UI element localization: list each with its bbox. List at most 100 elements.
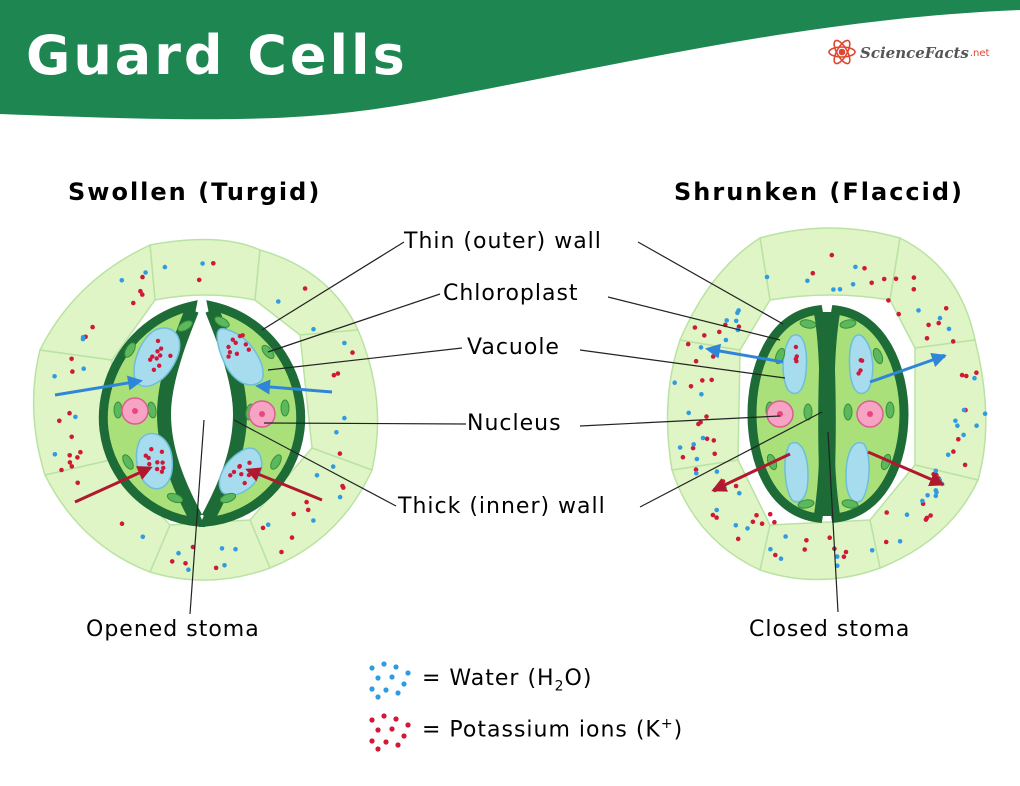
potassium-dot	[802, 547, 807, 552]
potassium-dot	[226, 344, 231, 350]
potassium-dot	[714, 515, 719, 520]
potassium-dot	[793, 344, 799, 350]
potassium-dot	[237, 333, 243, 339]
potassium-dot	[928, 513, 933, 518]
potassium-dot	[239, 472, 244, 477]
closed-pore	[818, 312, 836, 516]
water-dot	[937, 315, 943, 321]
potassium-dot	[154, 356, 159, 361]
potassium-dot	[226, 354, 231, 359]
potassium-dot	[962, 462, 968, 468]
potassium-dot	[841, 554, 847, 559]
potassium-dot	[243, 342, 248, 347]
water-dot	[714, 469, 720, 474]
leader-lines	[189, 241, 839, 615]
potassium-dot	[119, 521, 125, 526]
water-dot	[920, 498, 925, 504]
potassium-dot	[896, 311, 901, 317]
potassium-dot	[350, 350, 355, 355]
water-dot	[186, 567, 191, 572]
potassium-dot	[911, 275, 917, 280]
water-legend-swatch	[369, 661, 411, 700]
water-dot	[835, 563, 840, 568]
potassium-dot	[246, 347, 251, 352]
label-chloroplast: Chloroplast	[443, 281, 579, 306]
potassium-dot	[168, 353, 173, 358]
potassium-dot	[213, 565, 219, 571]
potassium-dot	[190, 544, 196, 550]
water-dot	[897, 539, 903, 544]
potassium-dot	[151, 367, 157, 372]
potassium-dot	[793, 356, 798, 362]
potassium-dot	[735, 536, 741, 542]
potassium-dot	[67, 460, 73, 465]
water-dot	[869, 548, 875, 553]
epidermal-cells-right	[666, 227, 987, 581]
potassium-dot	[886, 298, 891, 303]
potassium-dot	[69, 434, 74, 440]
potassium-dot	[75, 480, 80, 486]
potassium-dot	[160, 460, 165, 465]
vacuole	[218, 447, 263, 496]
potassium-dot	[337, 451, 343, 456]
potassium-dot	[242, 480, 247, 486]
water-dot	[974, 423, 979, 429]
potassium-dot	[843, 549, 849, 555]
potassium-dot	[291, 511, 297, 517]
water-dot	[961, 407, 967, 413]
turgid-heading: Swollen (Turgid)	[68, 178, 322, 206]
potassium-dot	[131, 300, 136, 306]
potassium-dot	[690, 445, 696, 451]
water-dot	[700, 435, 706, 441]
potassium-legend-swatch	[369, 713, 411, 752]
water-dot	[805, 278, 810, 284]
potassium-dot	[227, 350, 233, 355]
potassium-dot	[70, 369, 75, 374]
potassium-dot	[67, 453, 72, 458]
potassium-dot	[67, 410, 72, 416]
water-dot	[933, 493, 939, 499]
vacuole	[216, 327, 264, 386]
vacuole	[782, 334, 808, 395]
potassium-dot	[884, 510, 889, 515]
water-dot	[330, 464, 336, 469]
water-dot	[961, 432, 966, 438]
water-dot	[955, 423, 960, 429]
potassium-dot	[146, 455, 151, 461]
potassium-dot	[279, 549, 284, 555]
potassium-dot	[711, 438, 717, 443]
water-dot	[219, 546, 225, 551]
water-dot	[834, 554, 840, 559]
water-dot	[143, 270, 148, 275]
potassium-dot	[305, 507, 311, 513]
potassium-dot	[230, 337, 235, 342]
potassium-dot	[158, 346, 164, 351]
potassium-dot	[138, 288, 143, 294]
potassium-dot	[57, 418, 62, 424]
page-title: Guard Cells	[26, 24, 408, 87]
water-dot	[311, 518, 316, 523]
potassium-dot	[247, 460, 252, 465]
potassium-dot	[733, 483, 739, 489]
potassium-dot	[140, 274, 145, 280]
potassium-dot	[924, 515, 930, 521]
potassium-dot	[78, 449, 83, 455]
potassium-dot	[704, 414, 709, 419]
potassium-dot	[767, 511, 773, 517]
label-opened-stoma: Opened stoma	[86, 617, 260, 642]
potassium-dot	[147, 461, 152, 467]
potassium-dot	[196, 277, 202, 283]
water-dot	[222, 563, 227, 568]
potassium-dot	[827, 535, 832, 540]
water-dot	[119, 278, 125, 283]
potassium-dot	[183, 561, 188, 566]
potassium-dot	[702, 333, 707, 338]
water-dot	[778, 556, 784, 561]
water-dot	[672, 380, 677, 386]
water-dot	[764, 274, 770, 280]
ion-dots	[52, 252, 988, 572]
chloroplasts-left	[113, 316, 290, 504]
flaccid-heading: Shrunken (Flaccid)	[674, 178, 965, 206]
potassium-dot	[710, 354, 716, 359]
